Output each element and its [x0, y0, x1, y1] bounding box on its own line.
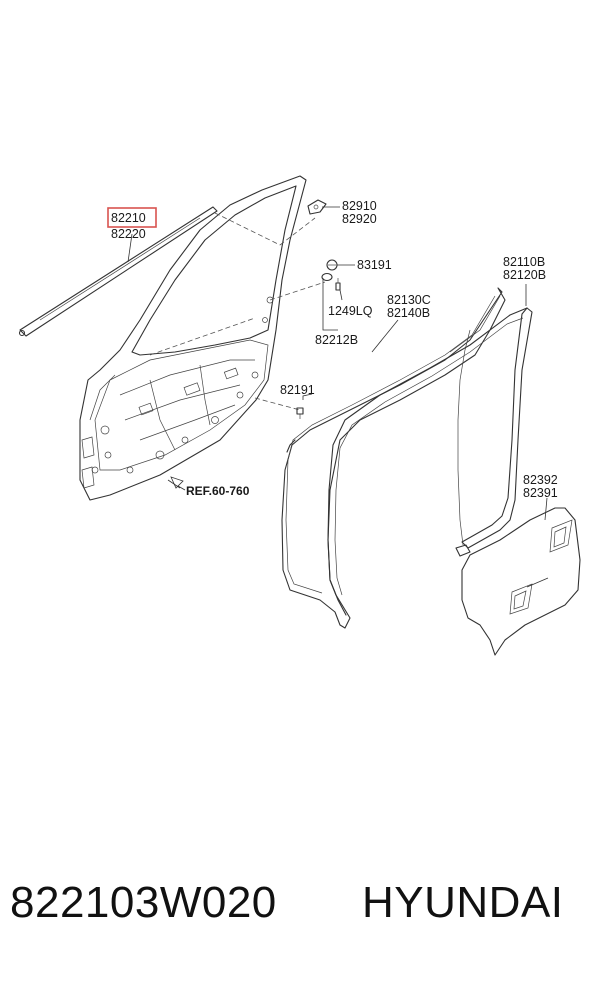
label-ref: REF.60-760	[186, 484, 250, 498]
label-82392: 82392	[523, 473, 558, 487]
label-82191: 82191	[280, 383, 315, 397]
label-82391: 82391	[523, 486, 558, 500]
label-82910: 82910	[342, 199, 377, 213]
label-82140b: 82140B	[387, 306, 430, 320]
brand-name: HYUNDAI	[362, 878, 564, 927]
label-82920: 82920	[342, 212, 377, 226]
door-panel	[79, 175, 307, 501]
part-number: 822103W020	[10, 878, 277, 927]
label-1249lq: 1249LQ	[328, 304, 373, 318]
label-82120b: 82120B	[503, 268, 546, 282]
door-weatherstrip	[281, 287, 506, 629]
clip-83191	[326, 259, 338, 271]
clip-82191	[296, 407, 304, 419]
label-82130c: 82130C	[387, 293, 431, 307]
label-82110b: 82110B	[503, 255, 545, 269]
sealing-cover	[461, 507, 581, 656]
assembly-lines	[149, 212, 326, 411]
highlight-box	[107, 207, 157, 228]
label-82210: 82210	[111, 211, 146, 225]
ref-arrow	[170, 476, 186, 491]
footer: 822103W020 HYUNDAI	[0, 878, 600, 948]
body-weatherstrip	[327, 307, 533, 616]
leader-lines	[127, 206, 549, 588]
label-82220: 82220	[111, 227, 146, 241]
delta-cover-part	[307, 199, 327, 215]
label-83191: 83191	[357, 258, 392, 272]
label-82212b: 82212B	[315, 333, 358, 347]
belt-moulding-strip	[18, 206, 218, 337]
